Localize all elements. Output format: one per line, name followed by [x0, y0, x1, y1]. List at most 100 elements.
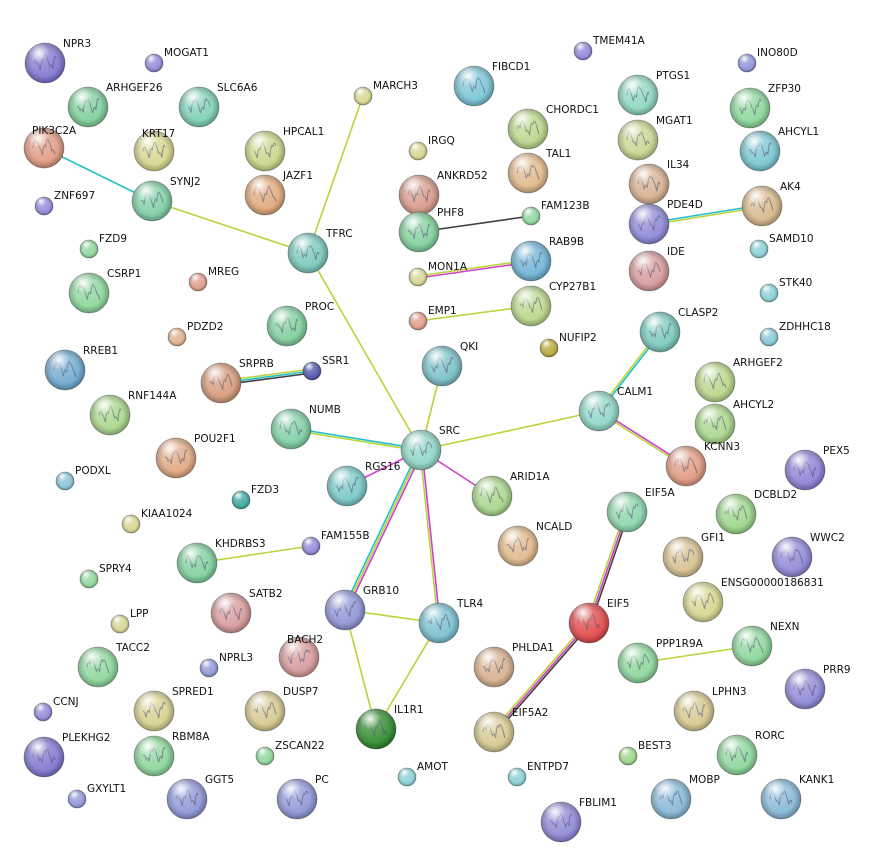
node-rgs16[interactable]: RGS16 [326, 461, 401, 507]
node-pik3c2a[interactable]: PIK3C2A [23, 125, 77, 169]
node-ssr1[interactable]: SSR1 [302, 355, 349, 381]
node-zdhhc18[interactable]: ZDHHC18 [759, 321, 831, 347]
node-ahcyl2[interactable]: AHCYL2 [694, 399, 774, 445]
node-rreb1[interactable]: RREB1 [44, 345, 118, 391]
node-entpd7[interactable]: ENTPD7 [507, 761, 569, 787]
node-arhgef2[interactable]: ARHGEF2 [694, 357, 783, 403]
node-chordc1[interactable]: CHORDC1 [507, 104, 599, 150]
node-samd10[interactable]: SAMD10 [749, 233, 814, 259]
node-pou2f1[interactable]: POU2F1 [155, 433, 236, 479]
node-mobp[interactable]: MOBP [650, 774, 720, 820]
node-numb[interactable]: NUMB [270, 404, 341, 450]
node-wwc2[interactable]: WWC2 [771, 532, 845, 578]
node-tacc2[interactable]: TACC2 [77, 642, 150, 688]
node-dusp7[interactable]: DUSP7 [244, 686, 318, 732]
node-ahcyl1[interactable]: AHCYL1 [739, 126, 819, 172]
node-lpp[interactable]: LPP [110, 608, 149, 634]
node-src[interactable]: SRC [400, 425, 460, 471]
node-mreg[interactable]: MREG [188, 266, 239, 292]
node-mon1a[interactable]: MON1A [408, 261, 468, 287]
node-synj2[interactable]: SYNJ2 [131, 176, 201, 222]
node-phlda1[interactable]: PHLDA1 [473, 642, 554, 688]
node-ppp1r9a[interactable]: PPP1R9A [617, 638, 704, 684]
node-grb10[interactable]: GRB10 [324, 585, 399, 631]
node-phf8[interactable]: PHF8 [398, 207, 464, 253]
node-rab9b[interactable]: RAB9B [510, 236, 584, 282]
node-kank1[interactable]: KANK1 [760, 774, 834, 820]
node-calm1[interactable]: CALM1 [578, 386, 653, 432]
node-lphn3[interactable]: LPHN3 [673, 686, 747, 732]
node-ptgs1[interactable]: PTGS1 [617, 70, 690, 116]
node-march3[interactable]: MARCH3 [353, 80, 418, 106]
node-proc[interactable]: PROC [266, 301, 334, 347]
node-krt17[interactable]: KRT17 [133, 128, 175, 172]
node-zscan22[interactable]: ZSCAN22 [255, 740, 325, 766]
node-amot[interactable]: AMOT [397, 761, 449, 787]
node-plekhg2[interactable]: PLEKHG2 [23, 732, 110, 778]
node-ggt5[interactable]: GGT5 [166, 774, 234, 820]
node-tfrc[interactable]: TFRC [287, 228, 353, 274]
node-mgat1[interactable]: MGAT1 [617, 115, 693, 161]
node-pex5[interactable]: PEX5 [784, 445, 850, 491]
node-dcbld2[interactable]: DCBLD2 [715, 489, 797, 535]
node-spred1[interactable]: SPRED1 [133, 686, 214, 732]
node-satb2[interactable]: SATB2 [210, 588, 283, 634]
node-jazf1[interactable]: JAZF1 [244, 170, 313, 216]
node-qki[interactable]: QKI [421, 341, 478, 387]
node-fzd9[interactable]: FZD9 [79, 233, 127, 259]
node-rnf144a[interactable]: RNF144A [89, 390, 177, 436]
node-il1r1[interactable]: IL1R1 [355, 704, 424, 750]
node-ino80d[interactable]: INO80D [737, 47, 798, 73]
node-irgq[interactable]: IRGQ [408, 135, 455, 161]
node-nexn[interactable]: NEXN [731, 621, 800, 667]
node-khdrbs3[interactable]: KHDRBS3 [176, 538, 266, 584]
node-ak4[interactable]: AK4 [741, 181, 801, 227]
node-arid1a[interactable]: ARID1A [471, 471, 550, 517]
node-clasp2[interactable]: CLASP2 [639, 307, 718, 353]
node-zfp30[interactable]: ZFP30 [729, 83, 801, 129]
node-mogat1[interactable]: MOGAT1 [144, 47, 209, 73]
node-prr9[interactable]: PRR9 [784, 664, 851, 710]
node-rorc[interactable]: RORC [716, 730, 785, 776]
node-ide[interactable]: IDE [628, 246, 685, 292]
node-eif5a[interactable]: EIF5A [606, 487, 675, 533]
node-pc[interactable]: PC [276, 774, 329, 820]
node-il34[interactable]: IL34 [628, 159, 690, 205]
node-gfi1[interactable]: GFI1 [662, 532, 725, 578]
node-podxl[interactable]: PODXL [55, 465, 111, 491]
node-nprl3[interactable]: NPRL3 [199, 652, 253, 678]
node-arhgef26[interactable]: ARHGEF26 [67, 82, 163, 128]
node-stk40[interactable]: STK40 [759, 277, 812, 303]
node-fzd3[interactable]: FZD3 [231, 484, 279, 510]
node-tmem41a[interactable]: TMEM41A [573, 35, 646, 61]
node-kiaa1024[interactable]: KIAA1024 [121, 508, 193, 534]
node-slc6a6[interactable]: SLC6A6 [178, 82, 258, 128]
node-emp1[interactable]: EMP1 [408, 305, 457, 331]
node-eif5[interactable]: EIF5 [568, 598, 629, 644]
node-pdzd2[interactable]: PDZD2 [167, 321, 223, 347]
node-pde4d[interactable]: PDE4D [628, 199, 703, 245]
node-tlr4[interactable]: TLR4 [418, 598, 484, 644]
node-ensg00000186831[interactable]: ENSG00000186831 [682, 577, 824, 623]
node-ccnj[interactable]: CCNJ [33, 696, 79, 722]
node-kcnn3[interactable]: KCNN3 [665, 441, 740, 487]
node-bach2[interactable]: BACH2 [278, 634, 323, 678]
node-fam155b[interactable]: FAM155B [301, 530, 370, 556]
node-spry4[interactable]: SPRY4 [79, 563, 132, 589]
node-znf697[interactable]: ZNF697 [34, 190, 95, 216]
node-fam123b[interactable]: FAM123B [521, 200, 590, 226]
node-ncald[interactable]: NCALD [497, 521, 572, 567]
node-fblim1[interactable]: FBLIM1 [540, 797, 617, 843]
node-ankrd52[interactable]: ANKRD52 [398, 170, 488, 216]
node-eif5a2[interactable]: EIF5A2 [473, 707, 548, 753]
node-fibcd1[interactable]: FIBCD1 [453, 61, 530, 107]
node-nufip2[interactable]: NUFIP2 [539, 332, 597, 358]
node-srprb[interactable]: SRPRB [200, 358, 274, 404]
node-rbm8a[interactable]: RBM8A [133, 731, 210, 777]
node-tal1[interactable]: TAL1 [507, 148, 571, 194]
node-hpcal1[interactable]: HPCAL1 [244, 126, 324, 172]
node-best3[interactable]: BEST3 [618, 740, 672, 766]
node-gxylt1[interactable]: GXYLT1 [67, 783, 126, 809]
node-npr3[interactable]: NPR3 [24, 38, 91, 84]
node-cyp27b1[interactable]: CYP27B1 [510, 281, 596, 327]
